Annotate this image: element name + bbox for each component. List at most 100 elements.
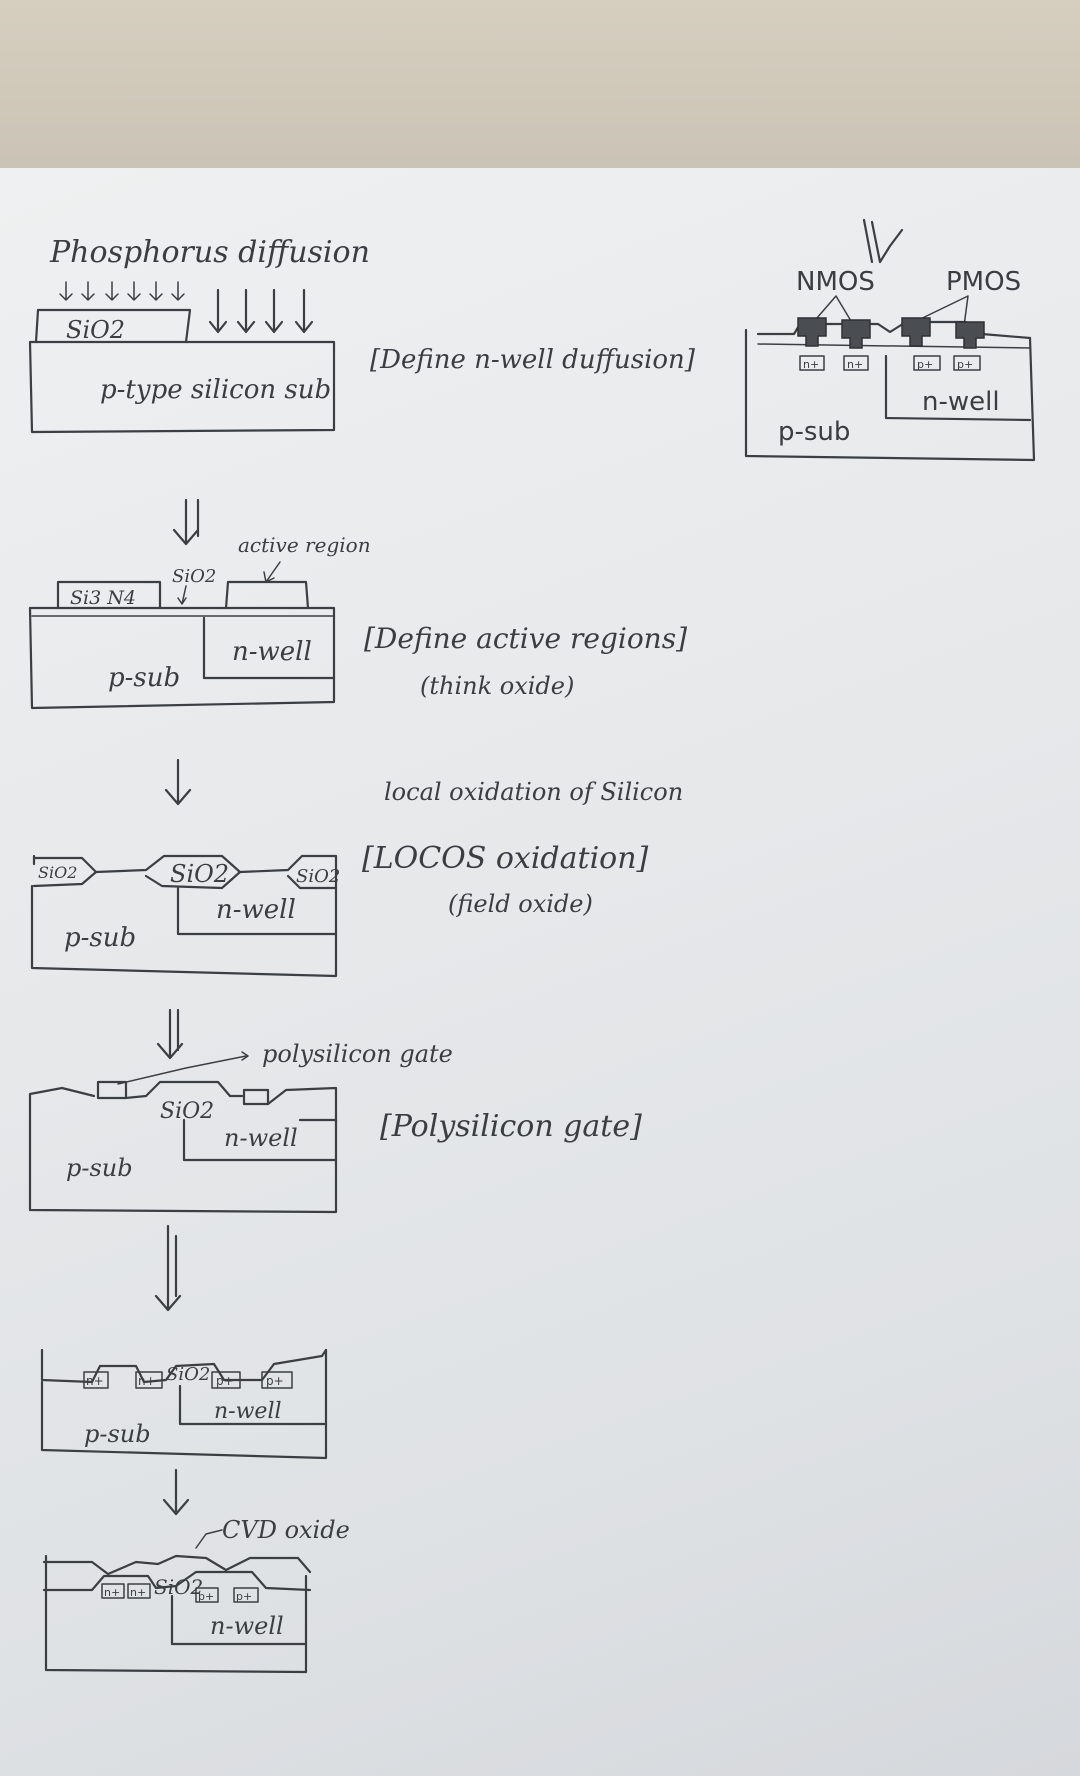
final-p1-label: p+: [917, 358, 933, 371]
final-well-label: n-well: [922, 387, 1000, 417]
final-n1-label: n+: [803, 358, 819, 371]
step6-n2-label: n+: [130, 1586, 146, 1599]
final-substrate: [744, 328, 1036, 462]
step1-title: Phosphorus diffusion: [49, 235, 370, 270]
step3-substrate-label: p-sub: [64, 923, 136, 953]
step4-n-well-outline: [182, 1118, 338, 1162]
step1-oxide-mask: [34, 308, 192, 344]
step6-n-plus-left: [101, 1583, 125, 1599]
step6-cvd-oxide: CVD oxide n+ n+ SiO2 p+ p+ n-well: [42, 1516, 350, 1674]
step2-nitride-block: [56, 580, 162, 610]
step6-p2-label: p+: [236, 1590, 252, 1603]
step4-caption: [Polysilicon gate]: [380, 1109, 642, 1144]
diffusion-arrows-right: [208, 288, 314, 334]
step4-substrate-label: p-sub: [66, 1154, 133, 1182]
step5-n1-label: n+: [86, 1374, 104, 1388]
step2-nitride-label: Si3 N4: [70, 587, 136, 609]
step4-mid-oxide: [124, 1080, 244, 1100]
step2-oxide-arrow: [177, 585, 187, 605]
final-nmos-contact-right: [841, 319, 871, 349]
step5-p1-label: p+: [216, 1374, 234, 1388]
step4-polysilicon-gate: polysilicon gate SiO2 n-well p-sub [Poly…: [28, 1040, 642, 1214]
final-pmos-label: PMOS: [946, 267, 1021, 297]
step3-n-well-outline: [176, 886, 338, 936]
step5-well-label: n-well: [214, 1399, 282, 1424]
step6-n-plus-right: [127, 1583, 151, 1599]
step5-n-well-outline: [178, 1384, 328, 1426]
step5-n-plus-left: [83, 1371, 109, 1389]
step6-p-plus-right: [233, 1587, 259, 1603]
step2-n-well-outline: [202, 616, 336, 680]
step5-p-plus-left: [211, 1371, 241, 1389]
step5-p2-label: p+: [266, 1374, 284, 1388]
step6-oxide-label: SiO2: [154, 1575, 203, 1599]
step6-p1-label: p+: [198, 1590, 214, 1603]
step5-n2-label: n+: [138, 1374, 156, 1388]
final-p-plus-left: [913, 355, 941, 371]
step3-substrate: [30, 884, 338, 978]
step6-n1-label: n+: [104, 1586, 120, 1599]
step5-substrate: [40, 1348, 328, 1460]
step3-field-oxide-right: [238, 854, 338, 890]
step4-gate-label: polysilicon gate: [262, 1040, 453, 1068]
step2-caption: [Define active regions]: [364, 622, 687, 655]
down-arrow-1: [172, 498, 200, 546]
step3-oxide-left-label: SiO2: [38, 863, 77, 882]
step3-caption: [LOCOS oxidation]: [362, 841, 649, 876]
step6-cvd-layer: [42, 1554, 312, 1576]
step4-oxide-label: SiO2: [160, 1099, 214, 1124]
down-arrow-5: [162, 1468, 190, 1516]
step3-well-label: n-well: [216, 895, 296, 925]
step5-oxide-label: SiO2: [166, 1364, 210, 1385]
final-p2-label: p+: [957, 358, 973, 371]
step4-nmos-gate: [96, 1080, 128, 1100]
final-n2-label: n+: [847, 358, 863, 371]
step2-active-arrow: [263, 561, 281, 583]
final-pmos-contact-left: [901, 317, 931, 347]
step6-substrate: [44, 1554, 308, 1674]
step4-pmos-gate: [242, 1088, 270, 1106]
step4-well-label: n-well: [224, 1124, 298, 1152]
desk-background: [0, 0, 1080, 175]
down-arrow-3: [156, 1008, 184, 1060]
step2-substrate: [28, 606, 336, 710]
step3-subcaption: (field oxide): [448, 890, 593, 918]
step3-note: local oxidation of Silicon: [384, 778, 683, 806]
final-substrate-label: p-sub: [778, 417, 850, 447]
step2-substrate-label: p-sub: [108, 663, 180, 693]
final-n-plus-right: [843, 355, 869, 371]
step5-surface: [40, 1348, 328, 1384]
step6-cvd-label: CVD oxide: [222, 1516, 350, 1544]
down-arrow-4: [154, 1224, 182, 1312]
step5-n-plus-right: [135, 1371, 163, 1389]
step1-substrate: [28, 340, 336, 434]
step6-cvd-pointer: [195, 1529, 223, 1549]
step3-oxide-right-label: SiO2: [296, 866, 340, 887]
step3-locos-oxidation: local oxidation of Silicon SiO2 SiO2 SiO…: [30, 778, 683, 978]
final-n-plus-left: [799, 355, 825, 371]
step1-n-well-diffusion: Phosphorus diffusion SiO2 p-type silicon…: [28, 235, 696, 434]
step2-active-block: [224, 580, 310, 610]
step4-substrate: [28, 1118, 338, 1214]
final-nmos-contact-left: [797, 317, 827, 347]
step6-well-label: n-well: [210, 1612, 284, 1640]
final-n-well-outline: [884, 354, 1032, 422]
step5-source-drain-implant: n+ n+ SiO2 p+ p+ n-well p-sub: [40, 1348, 328, 1460]
step5-substrate-label: p-sub: [84, 1420, 151, 1448]
final-p-plus-right: [953, 355, 981, 371]
step3-oxide-mid-label: SiO2: [170, 860, 229, 888]
step2-subcaption: (think oxide): [420, 672, 574, 700]
final-oxide-line: [757, 343, 1031, 349]
step1-caption: [Define n-well duffusion]: [370, 345, 696, 375]
step3-field-oxide-left: [32, 854, 98, 888]
step3-field-oxide-mid: [94, 854, 242, 890]
step2-well-label: n-well: [232, 637, 312, 667]
step2-oxide-label: SiO2: [172, 566, 216, 587]
step1-substrate-label: p-type silicon sub: [100, 375, 331, 405]
final-nmos-label: NMOS: [796, 267, 875, 297]
step4-gate-pointer: [117, 1051, 249, 1085]
down-arrow-2: [164, 758, 192, 806]
step5-p-plus-right: [261, 1371, 293, 1389]
step4-right-oxide: [266, 1086, 338, 1124]
